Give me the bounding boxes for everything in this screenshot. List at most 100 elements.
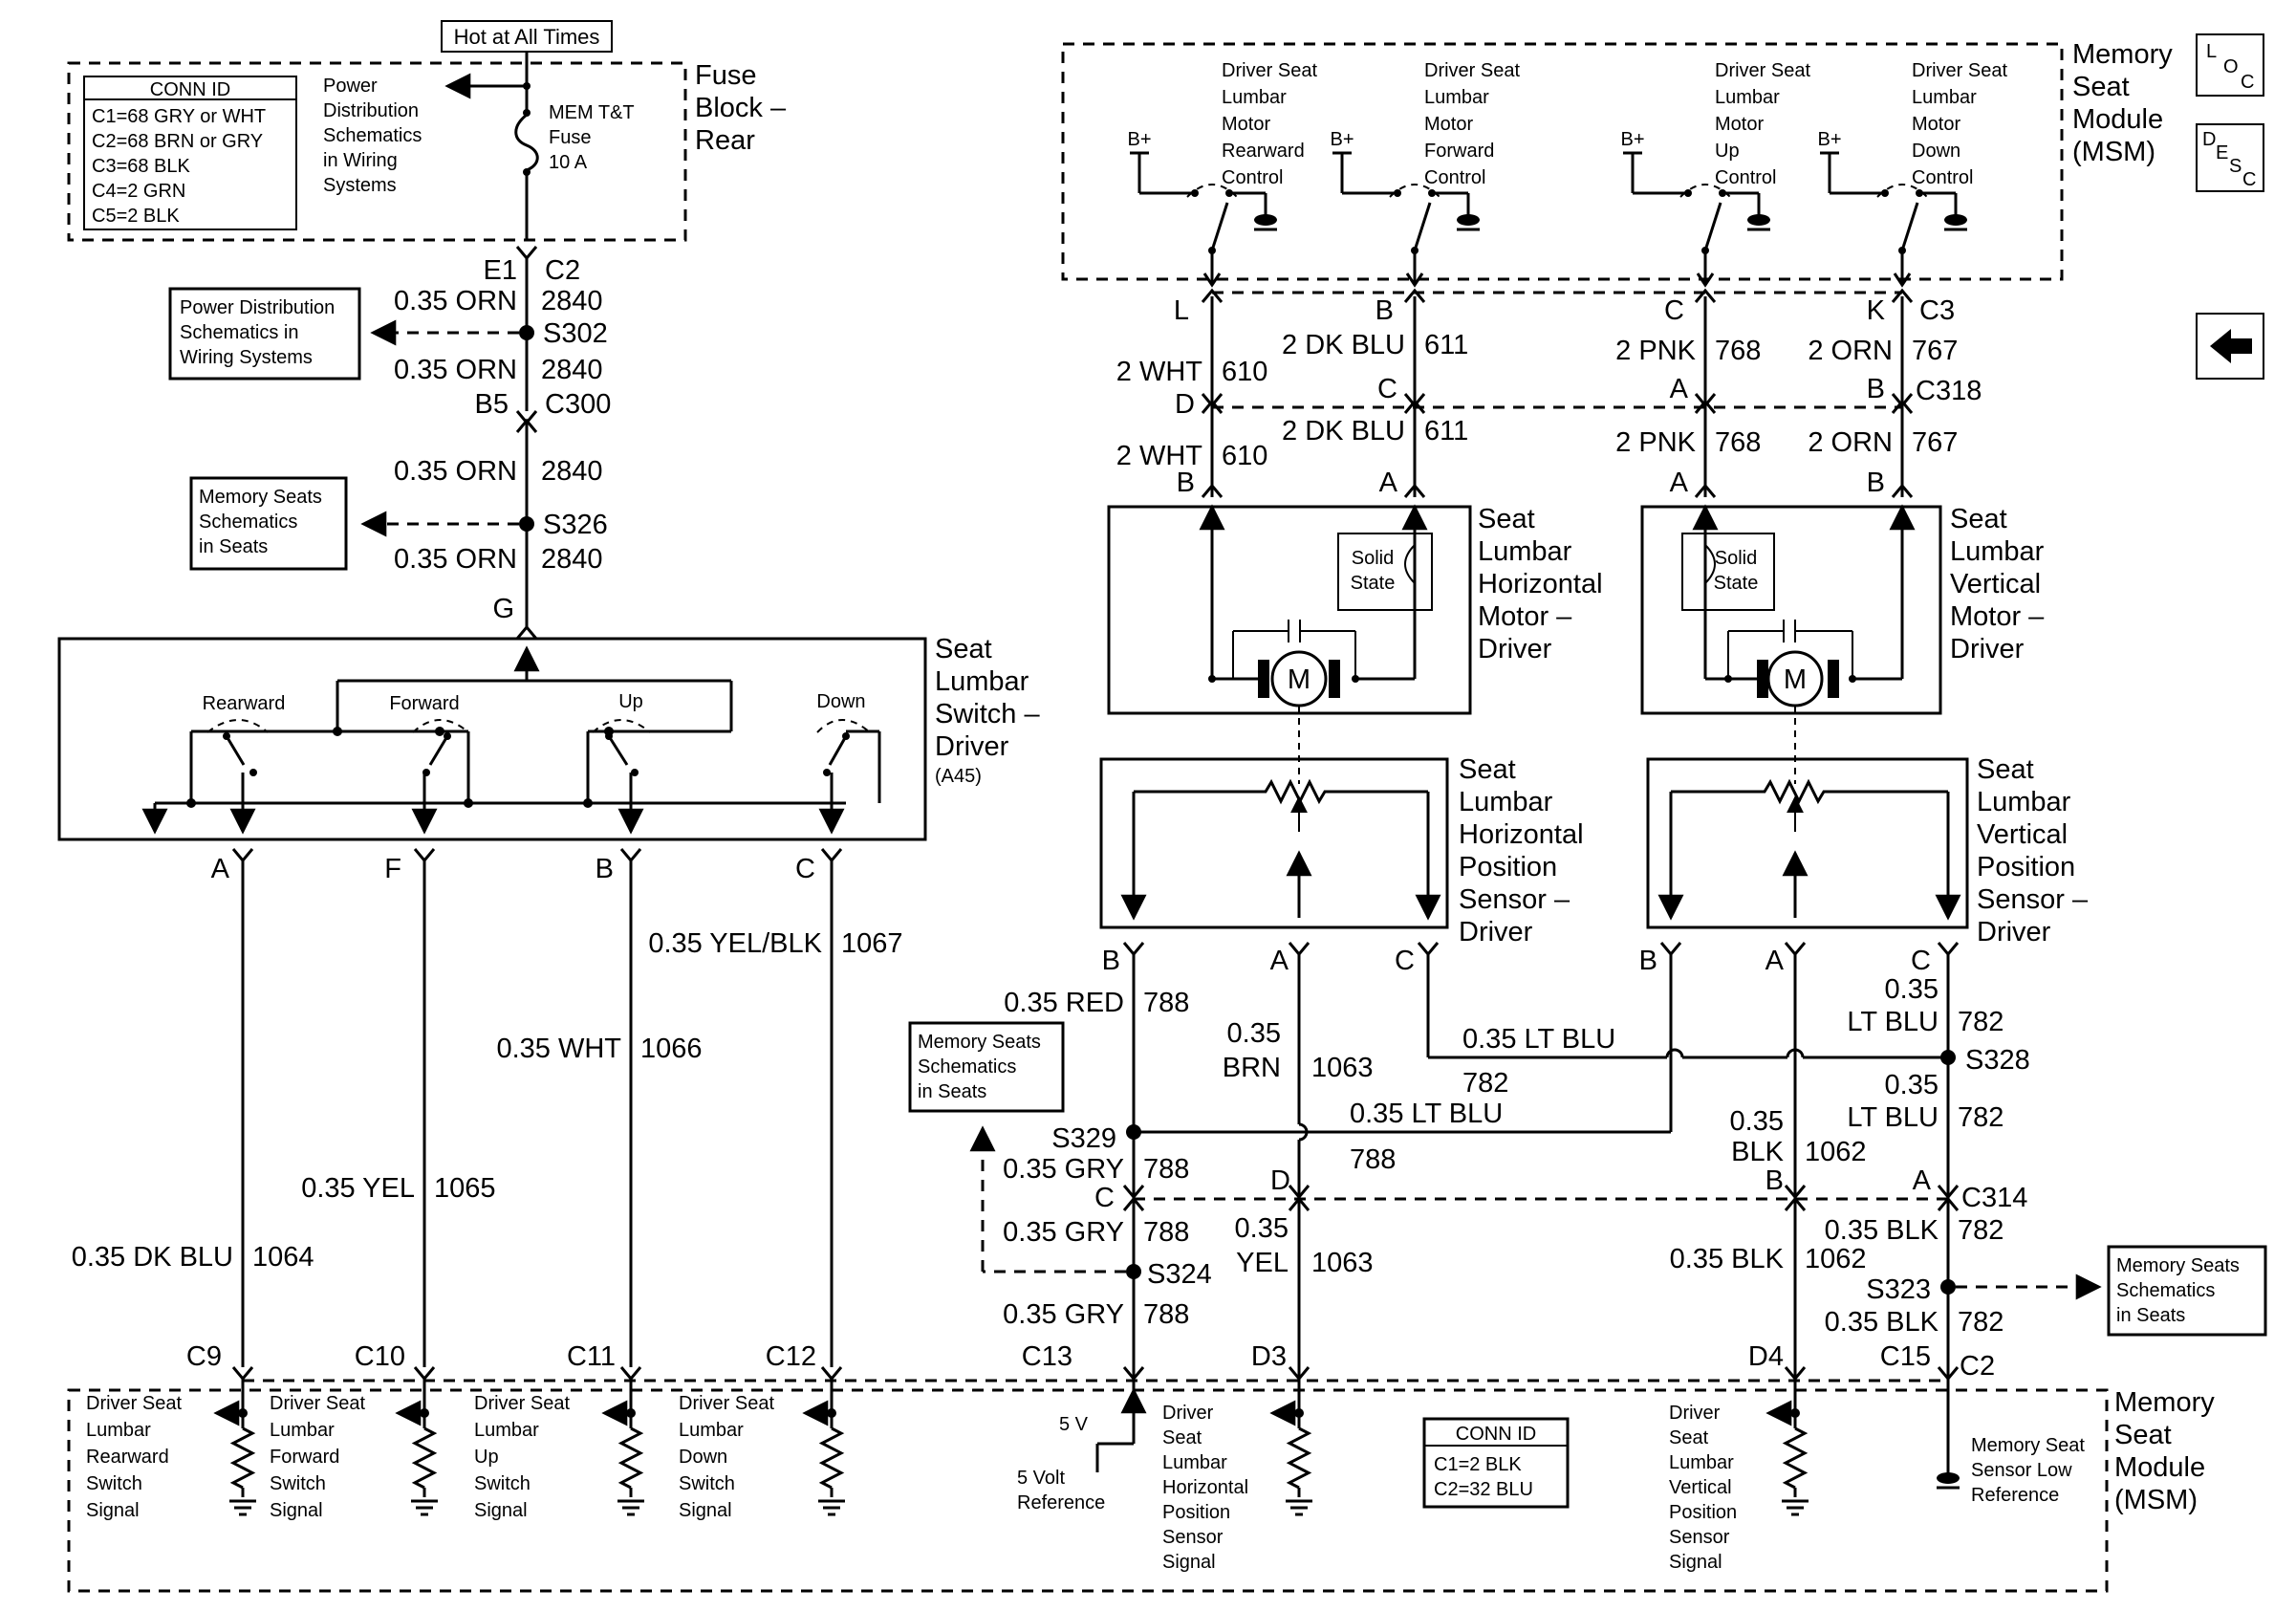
wire-circuit: 767 [1912, 427, 1958, 458]
hot-at-all-times-label: Hot at All Times [454, 25, 600, 49]
memory-seats-ref-box[interactable] [908, 1021, 1065, 1113]
motor-title: Horizontal [1478, 569, 1603, 599]
b-plus-label: B+ [1330, 129, 1354, 150]
power-ref-text: Schematics [323, 125, 422, 146]
pin-label: B5 [475, 389, 509, 420]
fuse-conn-id-row: C1=68 GRY or WHT [92, 106, 266, 127]
wire-circuit: 768 [1715, 427, 1761, 458]
pin-label: C11 [567, 1341, 616, 1372]
signal-label: Driver Seat [270, 1393, 365, 1414]
pin-label: B [1177, 468, 1195, 498]
control-label: Lumbar [1424, 87, 1489, 108]
wire-color: 2 ORN [1808, 336, 1893, 366]
pin-label: C9 [186, 1341, 222, 1372]
pin-label: C [1395, 946, 1415, 976]
pin-label: C [795, 854, 815, 884]
pin-label: C10 [355, 1341, 405, 1372]
power-ref-text: Power [323, 76, 378, 97]
ref-text: Schematics [199, 512, 297, 533]
splice-label: S329 [1051, 1123, 1116, 1154]
pin-label: C [1377, 374, 1397, 404]
switch-forward: Forward [389, 693, 470, 803]
signal-label: Driver Seat [86, 1393, 182, 1414]
ref-text: Memory Seats [199, 487, 322, 508]
memory-seats-ref-box[interactable] [189, 476, 348, 571]
msm-pullups [1122, 1366, 1960, 1516]
circuit-2840: E1 C2 0.35 ORN 2840 S302 Power Distribut… [168, 246, 611, 640]
msm-controls: B+Driver SeatLumbarMotorRearwardControlB… [1127, 60, 2007, 288]
wire-color: 2 WHT [1116, 357, 1203, 387]
ref-text: Memory Seats [918, 1032, 1041, 1053]
fuse-conn-id-row: C5=2 BLK [92, 206, 180, 227]
memory-seats-ref-box[interactable] [2107, 1245, 2267, 1337]
wire-circuit: 788 [1143, 1299, 1189, 1330]
fuse-block-title-3: Rear [695, 125, 755, 156]
msm-title: Memory [2072, 39, 2173, 70]
signal-label: Driver [1162, 1403, 1214, 1424]
fuse-block-title-1: Fuse [695, 60, 756, 91]
location-icon[interactable] [2196, 33, 2264, 97]
splice-s326 [519, 516, 534, 532]
splice-s328 [1940, 1050, 1956, 1065]
wire-color: BLK [1731, 1137, 1784, 1167]
control-label: Lumbar [1912, 87, 1977, 108]
pin-arrow [1122, 1366, 1145, 1382]
switch-link [1679, 184, 1731, 198]
pin-arrow [619, 1366, 642, 1382]
left-arrow-icon [2210, 329, 2252, 363]
wire-circuit: 1063 [1311, 1248, 1374, 1278]
wire-color: 0.35 [1227, 1018, 1281, 1049]
pin-arrow [1937, 1366, 1960, 1382]
signal-label: Signal [86, 1500, 140, 1521]
control-label: Motor [1912, 114, 1960, 135]
fuse-label: 10 A [549, 152, 588, 173]
description-icon[interactable] [2196, 123, 2264, 192]
switch-blade [1413, 202, 1432, 251]
control-label: Control [1424, 167, 1485, 188]
splice-label: S302 [543, 318, 608, 349]
back-button[interactable] [2196, 313, 2264, 380]
wire-color: 0.35 ORN [394, 544, 517, 575]
wire-circuit: 1063 [1311, 1053, 1374, 1083]
wire-color: 0.35 BLK [1825, 1215, 1939, 1246]
wire-color: LT BLU [1847, 1102, 1939, 1133]
wire-color: 0.35 [1730, 1106, 1784, 1137]
switch-pivot [1898, 247, 1906, 254]
msm-bottom-outline [67, 1388, 2109, 1593]
signal-label: Lumbar [474, 1420, 539, 1441]
switch-blade [1900, 202, 1919, 251]
power-distribution-ref-box[interactable] [168, 287, 361, 381]
wire-color: 0.35 BLK [1670, 1244, 1785, 1274]
potentiometer-icon [1671, 778, 1948, 805]
output-arrow [1696, 272, 1715, 288]
wire-circuit: 2840 [541, 355, 603, 385]
wire-circuit: 1062 [1805, 1244, 1867, 1274]
splice-s329 [1126, 1124, 1141, 1140]
switch-contact [1881, 189, 1889, 197]
horizontal-sensor-outline [1099, 757, 1449, 929]
loc-letter: C [2241, 72, 2254, 93]
switch-title: Driver [935, 731, 1009, 762]
wire-color: 0.35 GRY [1003, 1217, 1124, 1248]
wire-circuit: 2840 [541, 456, 603, 487]
control-label: Control [1912, 167, 1973, 188]
wire-circuit: 782 [1462, 1068, 1508, 1099]
wire-circuit: 2840 [541, 286, 603, 316]
connector-label: C2 [1960, 1351, 1995, 1382]
sensor-title: Lumbar [1977, 787, 2071, 817]
wire-color: 0.35 LT BLU [1350, 1099, 1503, 1129]
switch-link [1876, 184, 1928, 198]
control-label: Motor [1222, 114, 1270, 135]
pin-label: F [384, 854, 401, 884]
five-volt-ref: Reference [1017, 1492, 1105, 1513]
switch-pivot [1208, 247, 1216, 254]
wire-circuit: 782 [1958, 1007, 2004, 1037]
ref-text: Memory Seats [2116, 1255, 2240, 1276]
switch-pivot [1701, 247, 1709, 254]
low-ref-label: Sensor Low [1971, 1460, 2072, 1481]
msm-title: (MSM) [2114, 1485, 2198, 1515]
vertical-motor-outline [1640, 505, 1942, 715]
wire-circuit: 788 [1143, 988, 1189, 1018]
fuse-conn-id-row: C2=68 BRN or GRY [92, 131, 263, 152]
